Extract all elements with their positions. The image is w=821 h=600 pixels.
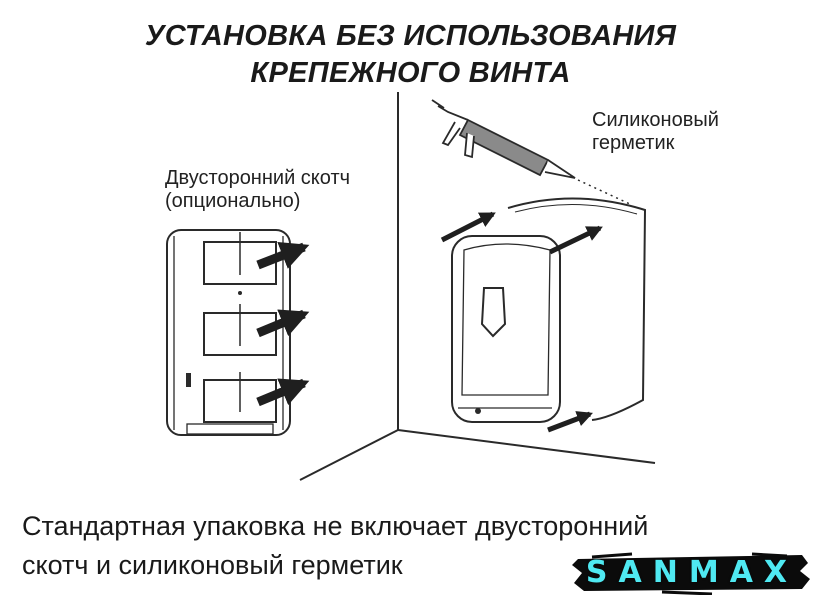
wall-dispenser: [451, 235, 561, 423]
wall-corner: [299, 92, 656, 481]
title-line-1: УСТАНОВКА БЕЗ ИСПОЛЬЗОВАНИЯ: [144, 20, 677, 52]
arrow-icon: [440, 211, 603, 433]
logo-brush-background: [572, 552, 810, 596]
footer-line-1: Стандартная упаковка не включает двустор…: [22, 511, 649, 541]
sanmax-logo: SANMAX: [572, 551, 812, 596]
logo-text: SANMAX: [585, 555, 799, 590]
sealant-dotted-line: [577, 179, 633, 206]
tape-label-line-2: (опционально): [165, 190, 301, 212]
sealant-label-line-1: Силиконовый: [592, 109, 719, 131]
tape-arrows: [256, 241, 310, 407]
title-line-2: КРЕПЕЖНОГО ВИНТА: [250, 57, 571, 89]
footer-line-2: скотч и силиконовый герметик: [22, 550, 403, 580]
caulk-gun-icon: [431, 99, 576, 179]
sealant-label-line-2: герметик: [592, 132, 675, 154]
tape-label-line-1: Двусторонний скотч: [165, 167, 351, 189]
